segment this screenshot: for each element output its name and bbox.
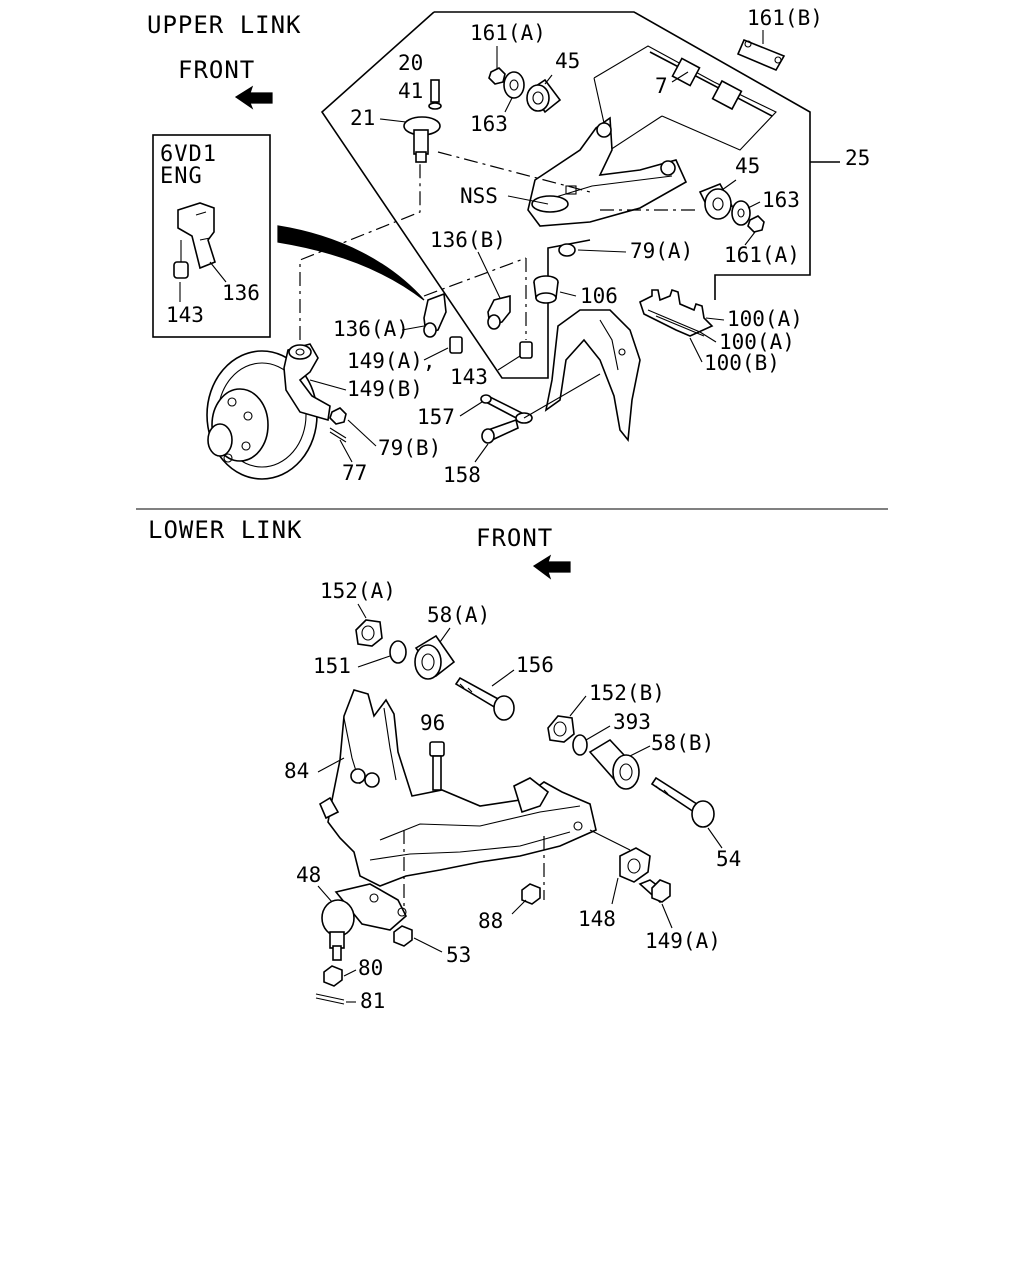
callout-143: 143 bbox=[450, 365, 488, 389]
front-label-upper: FRONT bbox=[178, 56, 255, 84]
callout-158: 158 bbox=[443, 463, 481, 487]
callout-81: 81 bbox=[360, 989, 385, 1013]
bolt-143-icon bbox=[519, 341, 533, 359]
callout-58b: 58(B) bbox=[651, 731, 714, 755]
lower-link-title: LOWER LINK bbox=[148, 516, 303, 544]
bushing-58b-icon bbox=[588, 738, 640, 790]
washer-393-icon bbox=[572, 734, 588, 756]
callout-100b: 100(B) bbox=[704, 351, 780, 375]
bushing-45-top-icon bbox=[526, 78, 562, 114]
bushing-58a-icon bbox=[414, 634, 456, 680]
bracket-136b-icon bbox=[487, 294, 511, 330]
callout-nss: NSS bbox=[460, 184, 498, 208]
callout-53: 53 bbox=[446, 943, 471, 967]
callout-25: 25 bbox=[845, 146, 870, 170]
shim-set-icon bbox=[639, 288, 714, 337]
bolt-149a-icon bbox=[449, 336, 463, 354]
callout-84: 84 bbox=[284, 759, 309, 783]
callout-148: 148 bbox=[578, 907, 616, 931]
callout-58a: 58(A) bbox=[427, 603, 490, 627]
inset-title-line2: ENG bbox=[160, 164, 203, 189]
engine-inset-box: 6VD1 ENG 143 136 bbox=[152, 134, 271, 338]
callout-163-right: 163 bbox=[762, 188, 800, 212]
callout-136b: 136(B) bbox=[430, 228, 506, 252]
callout-79b: 79(B) bbox=[378, 436, 441, 460]
front-label-lower: FRONT bbox=[476, 524, 553, 552]
washer-151-icon bbox=[389, 640, 407, 664]
callout-106: 106 bbox=[580, 284, 618, 308]
callout-21: 21 bbox=[350, 106, 375, 130]
ball-joint-48-icon bbox=[321, 883, 407, 961]
callout-100a-2: 100(A) bbox=[719, 330, 795, 354]
callout-156: 156 bbox=[516, 653, 554, 677]
callout-7: 7 bbox=[655, 74, 668, 98]
frame-bracket-icon bbox=[544, 309, 641, 443]
callout-sweep-arrow bbox=[277, 225, 425, 301]
nut-161a-right-icon bbox=[747, 215, 765, 233]
inset-title-line1: 6VD1 bbox=[160, 142, 217, 167]
callout-157: 157 bbox=[417, 405, 455, 429]
callout-45-right: 45 bbox=[735, 154, 760, 178]
bolt-149a-lower-icon bbox=[638, 879, 671, 904]
front-arrow-upper-icon bbox=[234, 85, 273, 110]
bushing-45-right-icon bbox=[698, 182, 734, 220]
callout-100a-1: 100(A) bbox=[727, 307, 803, 331]
cotter-pin-81-icon bbox=[315, 993, 345, 1005]
callout-77: 77 bbox=[342, 461, 367, 485]
bolt-96-icon bbox=[429, 741, 445, 791]
callout-149a-upper: 149(A), bbox=[347, 349, 436, 373]
callout-79a: 79(A) bbox=[630, 239, 693, 263]
callout-161a-right: 161(A) bbox=[724, 243, 800, 267]
nut-80-icon bbox=[323, 965, 343, 987]
nut-88-icon bbox=[521, 883, 541, 905]
upper-link-title: UPPER LINK bbox=[147, 11, 302, 39]
callout-48: 48 bbox=[296, 863, 321, 887]
bolt-158-icon bbox=[481, 418, 519, 444]
upper-control-arm-icon bbox=[527, 116, 688, 227]
lower-control-arm-icon bbox=[318, 689, 597, 887]
callout-149b: 149(B) bbox=[347, 377, 423, 401]
callout-20: 20 bbox=[398, 51, 423, 75]
nut-152b-icon bbox=[547, 715, 575, 743]
callout-88: 88 bbox=[478, 909, 503, 933]
callout-151: 151 bbox=[313, 654, 351, 678]
nut-161a-top-icon bbox=[488, 67, 506, 85]
callout-163-top: 163 bbox=[470, 112, 508, 136]
nut-152a-icon bbox=[355, 619, 383, 647]
tie-bolt-157-icon bbox=[480, 373, 601, 424]
upper-arm-group-outline bbox=[320, 11, 840, 379]
front-arrow-lower-icon bbox=[532, 554, 571, 580]
nut-53-icon bbox=[393, 925, 413, 947]
washer-163-right-icon bbox=[731, 200, 751, 226]
callout-inset-136: 136 bbox=[222, 281, 260, 305]
bracket-136a-icon bbox=[423, 292, 447, 338]
callout-96: 96 bbox=[420, 711, 445, 735]
callout-161a-top: 161(A) bbox=[470, 21, 546, 45]
nut-79b-icon bbox=[329, 407, 347, 425]
shaft-subassembly bbox=[593, 38, 786, 151]
callout-136a: 136(A) bbox=[333, 317, 409, 341]
cotter-pin-77-icon bbox=[329, 427, 347, 443]
callout-152b: 152(B) bbox=[589, 681, 665, 705]
wheel-hub-knuckle-icon bbox=[206, 343, 331, 480]
washer-163-top-icon bbox=[503, 71, 525, 99]
callout-inset-143: 143 bbox=[166, 303, 204, 327]
bolt-156-icon bbox=[454, 676, 515, 721]
bolt-54-icon bbox=[650, 776, 715, 828]
callout-149a-lower: 149(A) bbox=[645, 929, 721, 953]
bracket-148-icon bbox=[619, 847, 651, 883]
callout-152a: 152(A) bbox=[320, 579, 396, 603]
callout-393: 393 bbox=[613, 710, 651, 734]
ball-joint-21-icon bbox=[403, 79, 442, 163]
inset-bracket-icon bbox=[173, 202, 216, 279]
bump-stopper-106-icon bbox=[533, 275, 559, 304]
callout-41: 41 bbox=[398, 79, 423, 103]
callout-45-top: 45 bbox=[555, 49, 580, 73]
callout-54: 54 bbox=[716, 847, 741, 871]
callout-161b: 161(B) bbox=[747, 6, 823, 30]
callout-80: 80 bbox=[358, 956, 383, 980]
nut-79a-icon bbox=[558, 243, 576, 257]
